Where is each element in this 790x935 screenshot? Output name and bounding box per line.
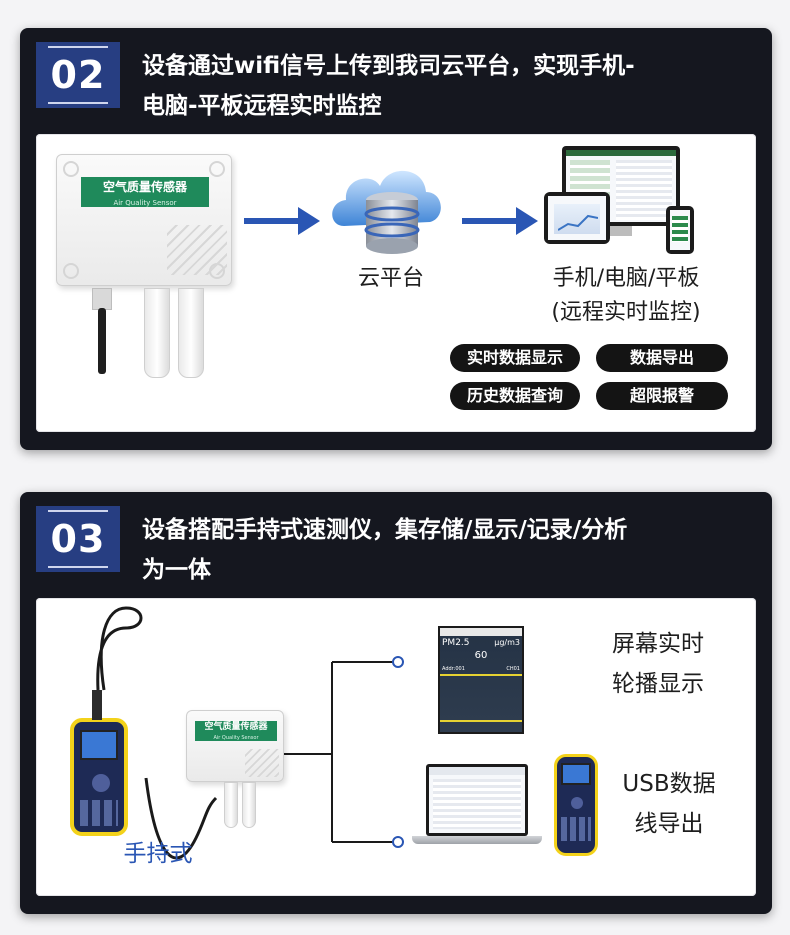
sensor-enclosure: 空气质量传感器 Air Quality Sensor xyxy=(56,154,232,286)
probe-right xyxy=(242,782,256,828)
usb-caption: USB数据 线导出 xyxy=(604,764,734,844)
tablet-icon xyxy=(544,192,610,244)
devices-caption-line-1: 手机/电脑/平板 xyxy=(552,266,700,291)
sensor-sublabel-text: Air Quality Sensor xyxy=(113,199,177,207)
probe-left xyxy=(144,288,170,378)
devices-caption-line-2: (远程实时监控) xyxy=(551,300,701,325)
monitor-stand xyxy=(610,226,632,236)
section-heading: 设备搭配手持式速测仪，集存储/显示/记录/分析 为一体 xyxy=(142,510,754,590)
connection-cable xyxy=(96,606,396,860)
sensor-label: 空气质量传感器 Air Quality Sensor xyxy=(81,177,209,207)
screw-icon xyxy=(63,263,79,279)
handheld-screen xyxy=(561,763,591,785)
tablet-screen xyxy=(548,196,606,240)
realtime-screen-display: PM2.5 μg/m3 60 Addr:001 CH01 xyxy=(438,626,524,734)
sensor-sublabel-text: Air Quality Sensor xyxy=(213,735,259,741)
connector-dot xyxy=(392,836,404,848)
heading-line-1: 设备通过wifi信号上传到我司云平台，实现手机- xyxy=(142,53,635,79)
heading-line-2: 为一体 xyxy=(142,557,211,583)
arrow-right-icon xyxy=(244,218,300,224)
screen-value: 60 xyxy=(474,650,488,661)
screen-divider xyxy=(440,674,522,676)
screen-metric: PM2.5 xyxy=(442,638,470,648)
phone-screen xyxy=(670,210,690,250)
arrow-right-icon xyxy=(462,218,518,224)
handheld-probe-connector xyxy=(92,690,102,720)
probe-right xyxy=(178,288,204,378)
connector-dot xyxy=(392,656,404,668)
screen-caption-line-2: 轮播显示 xyxy=(612,671,704,697)
section-number-badge: 02 xyxy=(36,42,120,108)
screen-unit: μg/m3 xyxy=(494,638,520,647)
handheld-screen xyxy=(80,730,118,760)
screw-icon xyxy=(63,161,79,177)
diagram-box: 手持式 空气质量传感器 Air Quality Sensor PM2.5 μg/… xyxy=(36,598,756,896)
screen-body: PM2.5 μg/m3 60 Addr:001 CH01 xyxy=(440,636,522,732)
handheld-buttons xyxy=(80,800,118,826)
usb-caption-line-1: USB数据 xyxy=(622,771,716,797)
section-03-panel: 03 设备搭配手持式速测仪，集存储/显示/记录/分析 为一体 手持式 空气质量传… xyxy=(20,492,772,914)
section-number-badge: 03 xyxy=(36,506,120,572)
remote-devices-group xyxy=(544,146,704,258)
handheld-meter-device xyxy=(70,718,128,836)
handheld-dpad-icon xyxy=(92,774,110,792)
handheld-caption: 手持式 xyxy=(123,841,193,867)
laptop-screen xyxy=(426,764,528,836)
feature-pill-history-query: 历史数据查询 xyxy=(450,382,580,410)
screen-caption: 屏幕实时 轮播显示 xyxy=(598,624,718,704)
feature-pill-over-limit-alarm: 超限报警 xyxy=(596,382,728,410)
devices-caption: 手机/电脑/平板 (远程实时监控) xyxy=(526,262,726,330)
probe-left xyxy=(224,782,238,828)
air-quality-sensor-device: 空气质量传感器 Air Quality Sensor xyxy=(186,710,284,782)
feature-pill-data-export: 数据导出 xyxy=(596,344,728,372)
screen-status-bar xyxy=(440,628,522,636)
sensor-label-text: 空气质量传感器 xyxy=(102,180,187,194)
screw-icon xyxy=(209,161,225,177)
diagram-box: 空气质量传感器 Air Quality Sensor xyxy=(36,134,756,432)
feature-pill-realtime-display: 实时数据显示 xyxy=(450,344,580,372)
vent-lines xyxy=(167,225,227,275)
cloud-platform-caption: 云平台 xyxy=(357,266,424,291)
cable-gland xyxy=(92,288,112,310)
air-quality-sensor-device: 空气质量传感器 Air Quality Sensor xyxy=(48,148,238,388)
heading-line-1: 设备搭配手持式速测仪，集存储/显示/记录/分析 xyxy=(142,517,628,543)
heading-line-2: 电脑-平板远程实时监控 xyxy=(142,93,382,119)
section-heading: 设备通过wifi信号上传到我司云平台，实现手机- 电脑-平板远程实时监控 xyxy=(142,46,754,126)
vent-lines xyxy=(245,749,279,777)
screen-divider xyxy=(440,720,522,722)
laptop-icon xyxy=(412,764,542,860)
screen-addr: Addr:001 xyxy=(442,666,465,672)
handheld-meter-icon xyxy=(554,754,598,856)
screen-caption-line-1: 屏幕实时 xyxy=(612,631,704,657)
sensor-label: 空气质量传感器 Air Quality Sensor xyxy=(195,721,277,741)
handheld-buttons xyxy=(561,817,591,841)
laptop-base xyxy=(412,836,542,844)
screen-channel: CH01 xyxy=(506,666,520,672)
sensor-label-text: 空气质量传感器 xyxy=(204,722,268,732)
phone-icon xyxy=(666,206,694,254)
section-02-panel: 02 设备通过wifi信号上传到我司云平台，实现手机- 电脑-平板远程实时监控 … xyxy=(20,28,772,450)
cable xyxy=(98,308,106,374)
usb-caption-line-2: 线导出 xyxy=(634,811,704,837)
arrow-head xyxy=(298,207,320,235)
cloud-database-icon xyxy=(326,156,446,256)
arrow-head xyxy=(516,207,538,235)
handheld-dpad-icon xyxy=(571,797,583,809)
